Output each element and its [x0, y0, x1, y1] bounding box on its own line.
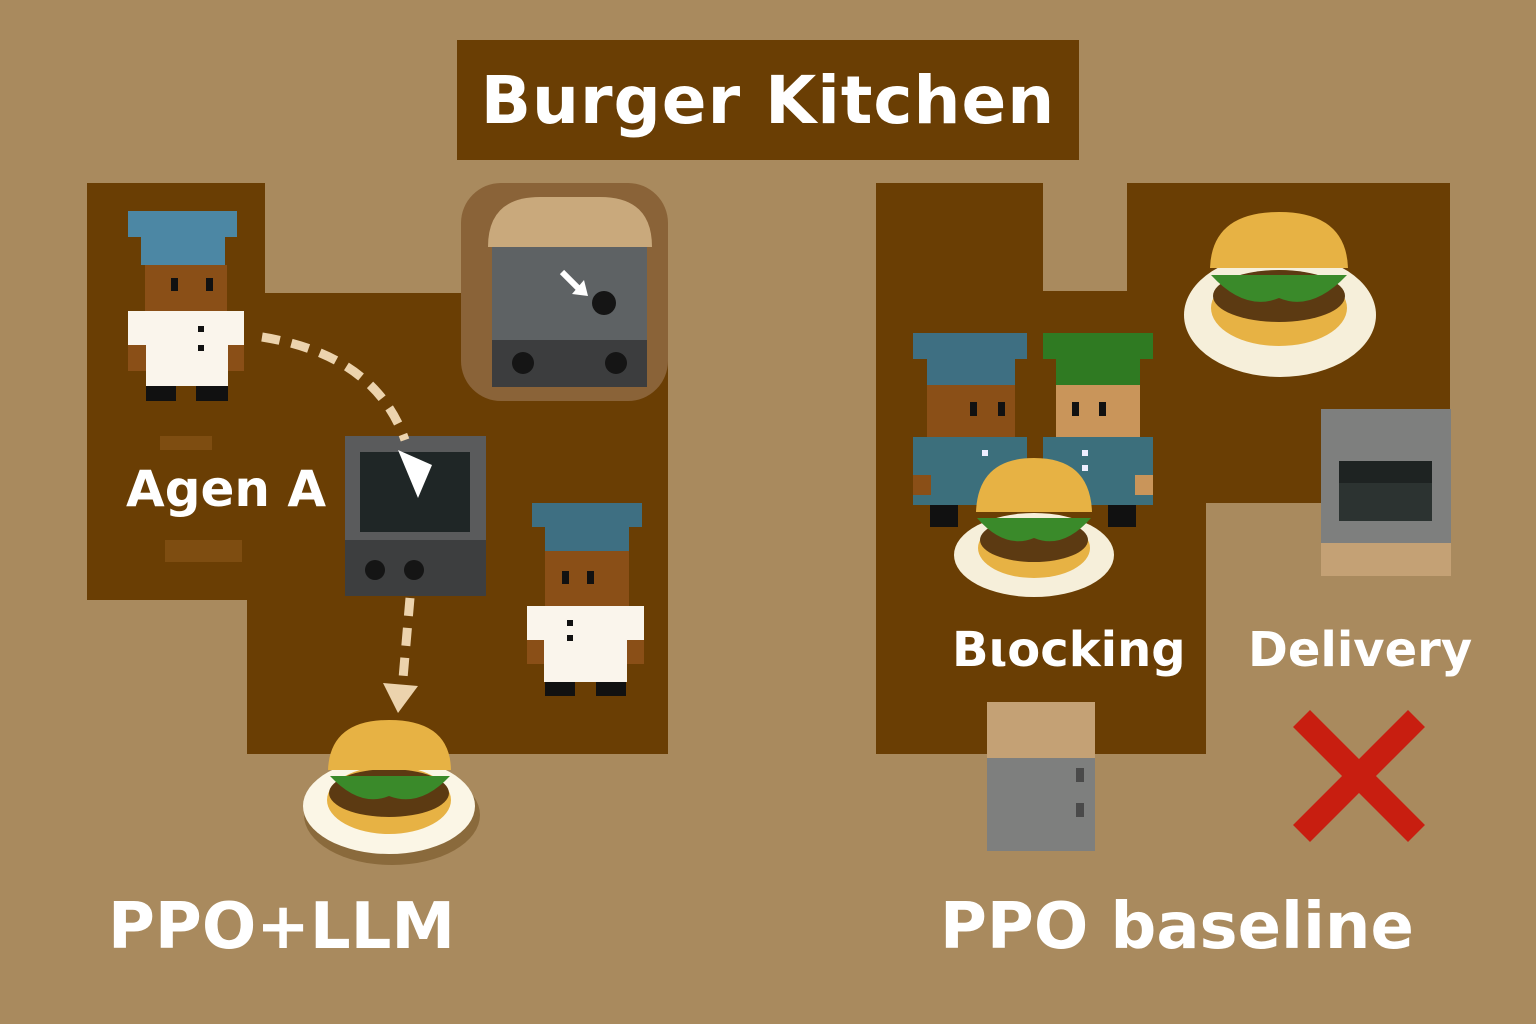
right-floor-notch [1043, 183, 1127, 291]
oven-icon[interactable] [1321, 409, 1451, 576]
title-banner: Burger Kitchen [457, 40, 1079, 160]
burger-plate-icon[interactable] [954, 458, 1114, 597]
fail-cross-icon [1293, 710, 1425, 842]
delivery-label: Delivery [1248, 622, 1473, 678]
counter-icon[interactable] [987, 702, 1095, 851]
left-caption: PPO+LLM [108, 890, 456, 964]
agent-label: Agen A [126, 460, 327, 518]
chef-icon[interactable] [527, 503, 644, 696]
arrow-path-icon [261, 332, 432, 713]
burger-plate-icon[interactable] [1184, 212, 1376, 377]
chef-icon[interactable] [128, 211, 244, 401]
ghost-chef-icon [160, 436, 242, 562]
oven-icon[interactable] [461, 183, 668, 401]
right-caption: PPO baseline [940, 890, 1414, 964]
burger-plate-icon[interactable] [303, 720, 480, 865]
blocking-label: Bιocking [952, 622, 1186, 678]
game-title: Burger Kitchen [480, 61, 1056, 139]
